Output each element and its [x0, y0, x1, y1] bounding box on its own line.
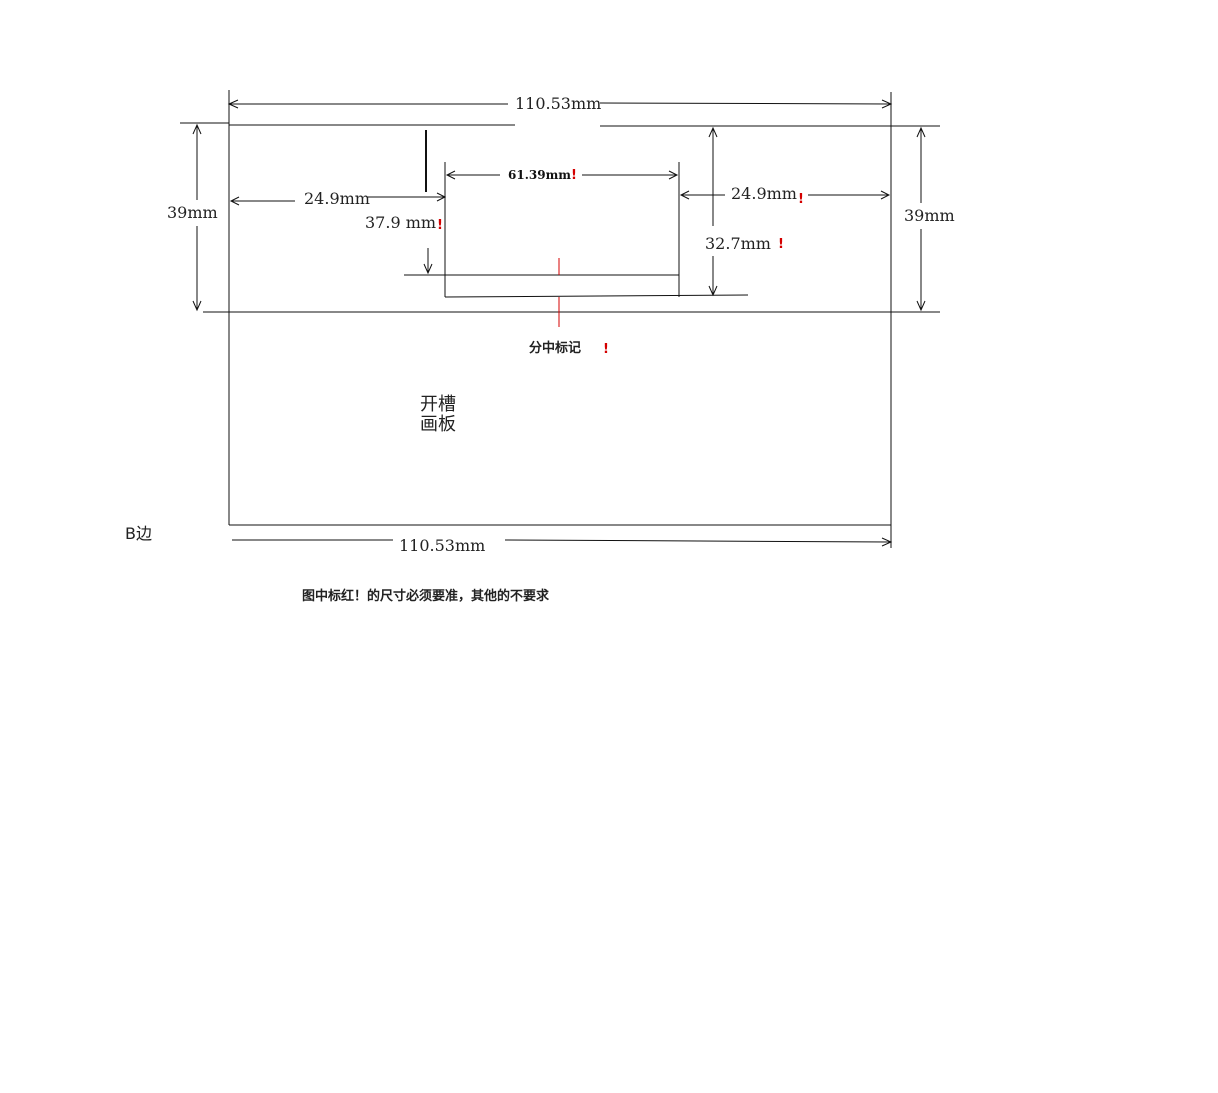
- slot-width-arrow-right: [668, 170, 679, 180]
- right-offset-arrow-right: [880, 190, 891, 200]
- right-offset-exclaim: !: [798, 192, 804, 207]
- top-dimension-arrow-right: [881, 99, 893, 109]
- center-mark-label: 分中标记: [529, 340, 581, 356]
- slot-bottom-line: [444, 294, 749, 298]
- slot-width-exclaim: !: [571, 168, 577, 183]
- bottom-width-label: 110.53mm: [399, 536, 485, 555]
- requirement-note: 图中标红！的尺寸必须要准，其他的不要求: [302, 588, 550, 604]
- left-height-arrow-bottom: [192, 300, 202, 312]
- right-height-arrow-top: [916, 126, 926, 138]
- slot-left-depth-label: 37.9 mm: [365, 213, 436, 232]
- left-height-label-bg: [165, 200, 215, 226]
- left-height-arrow-top: [192, 123, 202, 135]
- bottom-dimension-arrow-right: [881, 537, 893, 547]
- right-height-label: 39mm: [904, 206, 955, 225]
- top-dimension-line-right: [599, 102, 892, 105]
- right-offset-label: 24.9mm: [731, 184, 797, 203]
- panel-label-line1: 开槽: [420, 394, 456, 415]
- slot-right-depth-label: 32.7mm: [705, 234, 771, 253]
- slot-right-depth-exclaim: !: [778, 237, 784, 252]
- side-label: B边: [125, 524, 152, 543]
- right-height-label-bg: [902, 203, 950, 229]
- left-offset-arrow-left: [229, 196, 240, 206]
- slot-right-depth-arrow-top: [708, 126, 718, 138]
- left-offset-arrow-right: [436, 192, 447, 202]
- slot-left-depth-arrow: [423, 263, 433, 275]
- left-offset-label: 24.9mm: [304, 189, 370, 208]
- slot-width-label: 61.39mm: [508, 168, 571, 182]
- bottom-dimension-line-right: [504, 539, 892, 543]
- right-offset-arrow-left: [679, 190, 690, 200]
- top-width-label: 110.53mm: [515, 94, 601, 113]
- left-height-label: 39mm: [167, 203, 218, 222]
- right-height-arrow-bottom: [916, 300, 926, 312]
- panel-label-line2: 画板: [420, 414, 456, 435]
- center-mark-exclaim: !: [603, 342, 609, 357]
- slot-width-arrow-left: [445, 170, 456, 180]
- slot-right-depth-arrow-bottom: [708, 285, 718, 297]
- slot-left-depth-exclaim: !: [437, 218, 443, 233]
- top-dimension-arrow-left: [227, 99, 239, 109]
